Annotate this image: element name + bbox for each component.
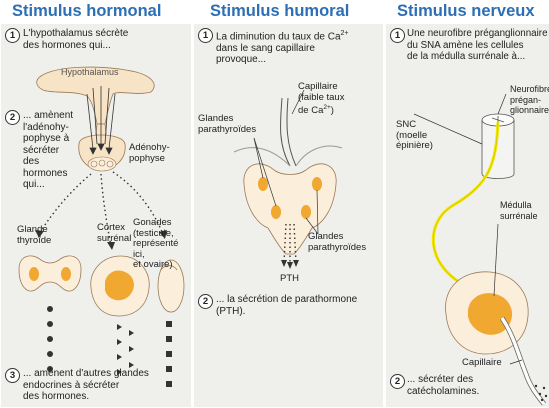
parathyroid-right-lower — [301, 205, 311, 219]
medulla-label: Médulla surrénale — [500, 200, 538, 221]
humoral-step1-text-b: dans le sang capillaire provoque... — [216, 43, 315, 66]
adenohypophyse-label: Adénohy- pophyse — [129, 143, 170, 164]
capillaire-label-b: ) — [331, 105, 334, 116]
neurofibre-label: Neurofibre prégan- glionnaire — [510, 84, 549, 116]
hormone-circles — [47, 306, 53, 372]
humoral-illustration — [194, 24, 383, 407]
capillaire-label-a: Capillaire (faible taux de Ca — [298, 81, 344, 116]
glandes-left-label: Glandes parathyroïdes — [198, 114, 256, 135]
hormonal-step3-number: 3 — [5, 368, 20, 383]
cortex-label: Cortex surrénal — [97, 223, 131, 244]
pth-label: PTH — [280, 274, 299, 285]
humoral-step1-text: La diminution du taux de Ca2+ dans le sa… — [216, 28, 349, 66]
nerveux-step2-number: 2 — [390, 374, 405, 389]
nerveux-step1-number: 1 — [390, 28, 405, 43]
panel-humoral: 1 La diminution du taux de Ca2+ dans le … — [194, 24, 383, 407]
snc-label: SNC (moelle épinière) — [396, 120, 433, 152]
thyroide-label: Glande thyroïde — [17, 225, 51, 246]
capillaire-label: Capillaire (faible taux de Ca2+) — [298, 82, 344, 117]
humoral-step1-superscript: 2+ — [341, 30, 349, 37]
hormone-squares — [166, 321, 172, 387]
adenohypophysis-core — [88, 157, 116, 171]
panel-nerveux: 1 Une neurofibre préganglionnaire du SNA… — [386, 24, 549, 407]
capillary-vessel — [280, 98, 290, 166]
panel-hormonal: 1 L'hypothalamus sécrète des hormones qu… — [1, 24, 191, 407]
hormonal-step1-number: 1 — [5, 28, 20, 43]
hypothalamus-label: Hypothalamus — [61, 67, 119, 78]
parathyroid-left-lower — [271, 205, 281, 219]
humoral-step1-number: 1 — [198, 28, 213, 43]
header-nerveux: Stimulus nerveux — [397, 0, 535, 24]
hormonal-illustration — [1, 24, 191, 407]
humoral-step2-number: 2 — [198, 294, 213, 309]
parathyroid-right-upper — [312, 177, 322, 191]
hormonal-step2-number: 2 — [5, 110, 20, 125]
thyroid-shape — [19, 256, 81, 291]
humoral-step1-text-a: La diminution du taux de Ca — [216, 31, 341, 42]
nerveux-step1-text: Une neurofibre préganglionnaire du SNA a… — [407, 28, 548, 63]
hormonal-step1-text: L'hypothalamus sécrète des hormones qui.… — [23, 28, 128, 51]
nerveux-capillaire-label: Capillaire — [462, 358, 502, 369]
header-humoral: Stimulus humoral — [210, 0, 349, 24]
gonades-label: Gonades (testicule, représenté ici, et o… — [133, 218, 191, 271]
hormonal-step3-text: ... amènent d'autres glandes endocrines … — [23, 368, 149, 403]
hormonal-step2-text: ... amènent l'adénohy- pophyse à sécréte… — [23, 110, 73, 191]
humoral-step2-text: ... la sécrétion de parathormone (PTH). — [216, 294, 357, 317]
header-hormonal: Stimulus hormonal — [12, 0, 161, 24]
parathyroid-left-upper — [258, 177, 268, 191]
capillaire-superscript: 2+ — [323, 104, 330, 111]
glandes-right-label: Glandes parathyroïdes — [308, 232, 366, 253]
nerveux-step2-text: ... sécréter des catécholamines. — [407, 374, 479, 397]
